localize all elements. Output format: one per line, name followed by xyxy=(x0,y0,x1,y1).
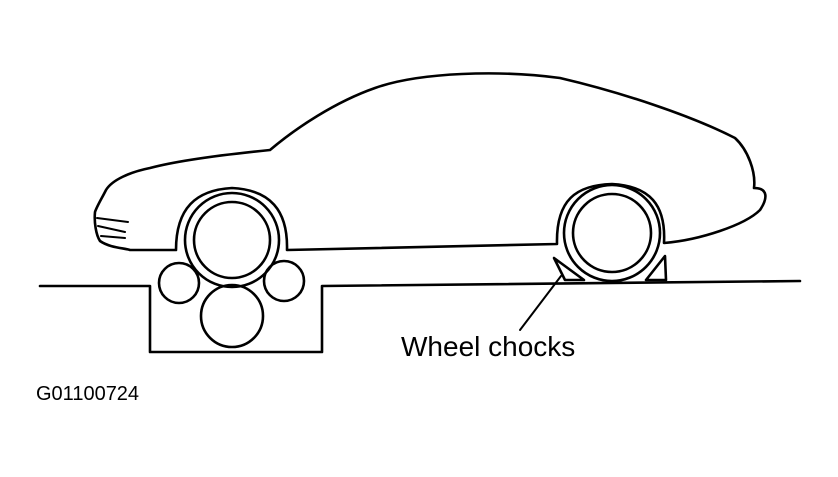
front-tire xyxy=(183,191,281,289)
rear-tire xyxy=(562,183,662,283)
callout-leader-line xyxy=(519,275,562,331)
pit-roller-left xyxy=(157,261,201,305)
pit-roller-bottom xyxy=(199,283,265,349)
car-body-outline xyxy=(93,72,767,252)
front-rim xyxy=(192,200,272,280)
ground-line-with-pit xyxy=(38,279,802,354)
pit-roller-right xyxy=(262,259,306,303)
rear-rim xyxy=(571,192,653,274)
front-bumper-detail xyxy=(96,217,129,239)
figure-code: G01100724 xyxy=(36,383,139,405)
rear-wheel-chock-front xyxy=(552,256,586,282)
wheel-chocks-label: Wheel chocks xyxy=(401,331,575,362)
rear-wheel-chock-back xyxy=(644,254,668,282)
